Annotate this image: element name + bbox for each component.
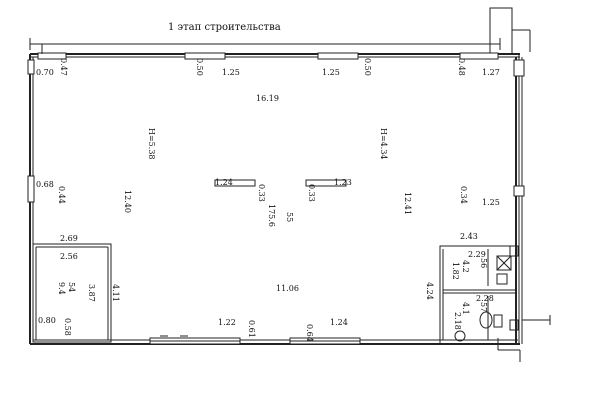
dim-0-61: 0.61	[247, 320, 256, 338]
column-2	[305, 179, 347, 187]
dim-2-56: 2.56	[60, 252, 78, 261]
column-1	[214, 179, 256, 187]
dim-1-24-a: 1.24	[215, 178, 233, 187]
dim-0-68: 0.68	[36, 180, 54, 189]
room-56-area: 4.2	[461, 260, 470, 273]
plan-title: 1 этап строительства	[168, 22, 281, 33]
dim-1-25-c: 1.25	[482, 198, 500, 207]
dim-2-69: 2.69	[60, 234, 78, 243]
toilet	[479, 311, 493, 329]
height-4-34: H=4.34	[379, 128, 388, 160]
dim-4-24: 4.24	[425, 282, 434, 300]
dim-2-29: 2.29	[468, 250, 486, 259]
dim-0-34: 0.34	[459, 186, 468, 204]
room-54	[32, 243, 112, 343]
dim-0-33-a: 0.33	[257, 184, 266, 202]
dim-0-80: 0.80	[38, 316, 56, 325]
dim-0-50-a: 0.50	[195, 58, 204, 76]
dim-4-11: 4.11	[111, 284, 120, 302]
dim-12-41: 12.41	[403, 192, 412, 215]
dim-1-22: 1.22	[218, 318, 236, 327]
window-right-2	[513, 185, 525, 197]
window-right-1	[513, 59, 525, 77]
dim-12-40: 12.40	[123, 190, 132, 213]
dim-0-64: 0.64	[305, 324, 314, 342]
dim-1-27: 1.27	[482, 68, 500, 77]
room-57-number: 57	[479, 302, 488, 313]
room-57-area: 4.1	[461, 302, 470, 315]
room-55-number: 55	[285, 212, 294, 223]
window-top-1	[37, 52, 67, 60]
dim-0-58: 0.58	[63, 318, 72, 336]
room-55-area: 175.6	[267, 204, 276, 227]
window-top-4	[459, 52, 499, 60]
shaft	[496, 255, 512, 271]
dim-1-23: 1.23	[334, 178, 352, 187]
dim-0-47: 0.47	[59, 58, 68, 76]
wc-sink	[454, 330, 466, 342]
dim-16-19: 16.19	[256, 94, 279, 103]
dim-3-87: 3.87	[87, 284, 96, 302]
room-54-area: 9.4	[57, 282, 66, 295]
dim-1-82: 1.82	[451, 262, 460, 280]
top-right-column	[489, 7, 513, 55]
dim-1-25-a: 1.25	[222, 68, 240, 77]
dim-0-33-b: 0.33	[307, 184, 316, 202]
dim-11-06: 11.06	[276, 284, 299, 293]
room-54-number: 54	[67, 282, 76, 293]
dim-0-70: 0.70	[36, 68, 54, 77]
height-5-38: H=5.38	[147, 128, 156, 160]
dim-2-43: 2.43	[460, 232, 478, 241]
dim-0-50-b: 0.50	[363, 58, 372, 76]
dim-0-48: 0.48	[457, 58, 466, 76]
dim-2-28: 2.28	[476, 294, 494, 303]
room-56-number: 56	[479, 258, 488, 269]
dim-1-24-b: 1.24	[330, 318, 348, 327]
dim-1-25-b: 1.25	[322, 68, 340, 77]
dim-2-18: 2.18	[453, 312, 462, 330]
window-left-2	[27, 175, 35, 203]
window-top-2	[184, 52, 226, 60]
window-top-3	[317, 52, 359, 60]
wc-fixture-1	[496, 273, 508, 285]
window-left-1	[27, 59, 35, 75]
wc-block	[439, 245, 517, 345]
dim-0-44: 0.44	[57, 186, 66, 204]
